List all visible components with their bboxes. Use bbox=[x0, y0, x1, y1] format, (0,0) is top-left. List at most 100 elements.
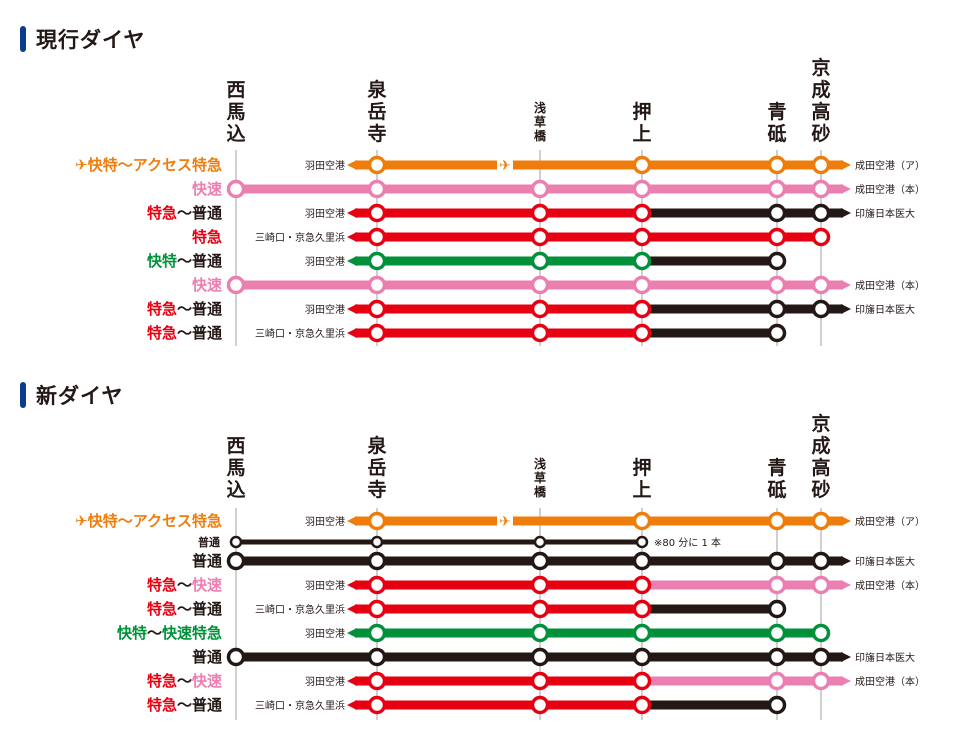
svg-text:青: 青 bbox=[767, 101, 786, 123]
service-row-2: 羽田空港印旛日本医大 bbox=[305, 203, 915, 223]
service-type-label: 特急〜快速 bbox=[147, 576, 222, 594]
station-stop-marker bbox=[226, 275, 246, 295]
new-schedule-title: 新ダイヤ bbox=[36, 384, 124, 408]
station-stop-marker bbox=[530, 275, 550, 295]
arrow-left-icon bbox=[347, 208, 357, 218]
service-type-part: 快速 bbox=[191, 180, 222, 198]
svg-text:草: 草 bbox=[534, 114, 546, 129]
frequency-note: ※80 分に 1 本 bbox=[654, 536, 721, 549]
service-row-5: 成田空港（本） bbox=[226, 275, 925, 295]
origin-destination-label: 羽田空港 bbox=[305, 303, 345, 316]
service-type-part: 普通 bbox=[191, 696, 222, 714]
station-stop-marker bbox=[811, 203, 831, 223]
service-type-part: 〜 bbox=[176, 696, 192, 714]
station-stop-marker bbox=[367, 695, 387, 715]
station-stop-marker bbox=[811, 671, 831, 691]
service-type-part: アクセス特急 bbox=[132, 156, 222, 174]
service-type-part: 普通 bbox=[191, 600, 222, 618]
service-type-part: 快速 bbox=[191, 276, 222, 294]
svg-text:青: 青 bbox=[767, 457, 786, 479]
station-stop-marker bbox=[811, 575, 831, 595]
current-schedule-heading: 現行ダイヤ bbox=[20, 24, 145, 54]
service-type-label: 特急〜普通 bbox=[147, 204, 222, 222]
svg-text:押: 押 bbox=[632, 100, 651, 123]
service-type-part: 快特 bbox=[87, 512, 118, 530]
svg-text:岳: 岳 bbox=[367, 101, 386, 123]
station-stop-marker bbox=[811, 179, 831, 199]
current-schedule-diagram: 西馬込泉岳寺浅草橋押上青砥京成高砂✈羽田空港成田空港（ア）成田空港（本）羽田空港… bbox=[75, 56, 925, 346]
station-stop-marker bbox=[530, 671, 550, 691]
station-stop-marker bbox=[632, 647, 652, 667]
station-stop-marker bbox=[632, 671, 652, 691]
station-stop-marker bbox=[811, 623, 831, 643]
service-type-label: ✈快特〜アクセス特急 bbox=[75, 156, 222, 174]
station-stop-marker bbox=[530, 203, 550, 223]
station-stop-marker bbox=[632, 179, 652, 199]
service-type-label: 特急 bbox=[192, 228, 222, 246]
station-stop-marker bbox=[530, 323, 550, 343]
service-type-part: 普通 bbox=[191, 324, 222, 342]
terminal-destination-label: 印旛日本医大 bbox=[855, 555, 915, 568]
service-row-0: ✈羽田空港成田空港（ア） bbox=[305, 511, 925, 531]
service-type-part: 快速特急 bbox=[161, 624, 222, 642]
origin-destination-label: 三崎口・京急久里浜 bbox=[255, 231, 345, 244]
service-type-part: 〜 bbox=[117, 156, 133, 174]
station-stop-marker bbox=[811, 275, 831, 295]
arrow-right-icon bbox=[841, 280, 851, 290]
station-stop-marker bbox=[530, 227, 550, 247]
station-stop-marker bbox=[767, 511, 787, 531]
airplane-icon: ✈ bbox=[499, 514, 511, 530]
station-stop-marker bbox=[767, 575, 787, 595]
service-row-8: 三崎口・京急久里浜 bbox=[255, 695, 787, 715]
arrow-left-icon bbox=[347, 304, 357, 314]
station-stop-marker bbox=[226, 647, 246, 667]
station-stop-marker bbox=[632, 599, 652, 619]
service-type-part: 快速 bbox=[191, 576, 222, 594]
svg-text:西: 西 bbox=[226, 79, 245, 101]
station-stop-marker bbox=[530, 575, 550, 595]
service-row-1: ※80 分に 1 本 bbox=[229, 535, 721, 549]
station-stop-marker bbox=[533, 535, 547, 549]
station-label-2: 浅草橋 bbox=[534, 456, 547, 499]
station-stop-marker bbox=[811, 551, 831, 571]
service-type-part: 〜 bbox=[176, 600, 192, 618]
station-stop-marker bbox=[530, 647, 550, 667]
station-stop-marker bbox=[767, 671, 787, 691]
arrow-left-icon bbox=[347, 628, 357, 638]
arrow-left-icon bbox=[347, 604, 357, 614]
station-stop-marker bbox=[367, 203, 387, 223]
svg-text:上: 上 bbox=[632, 123, 651, 145]
station-stop-marker bbox=[367, 227, 387, 247]
arrow-right-icon bbox=[841, 184, 851, 194]
service-type-part: 特急 bbox=[146, 324, 177, 342]
station-stop-marker bbox=[767, 647, 787, 667]
svg-text:浅: 浅 bbox=[534, 456, 546, 471]
service-type-part: 快特 bbox=[146, 252, 177, 270]
terminal-destination-label: 成田空港（本） bbox=[855, 279, 925, 292]
svg-text:成: 成 bbox=[811, 434, 830, 457]
arrow-left-icon bbox=[347, 232, 357, 242]
station-label-3: 押上 bbox=[632, 456, 651, 501]
service-type-part: 普通 bbox=[191, 648, 222, 666]
arrow-right-icon bbox=[841, 676, 851, 686]
origin-destination-label: 三崎口・京急久里浜 bbox=[255, 699, 345, 712]
origin-destination-label: 羽田空港 bbox=[305, 255, 345, 268]
terminal-destination-label: 成田空港（ア） bbox=[855, 515, 925, 528]
arrow-right-icon bbox=[841, 208, 851, 218]
service-type-label: 特急〜普通 bbox=[147, 300, 222, 318]
arrow-right-icon bbox=[841, 160, 851, 170]
station-stop-marker bbox=[530, 179, 550, 199]
station-stop-marker bbox=[632, 511, 652, 531]
station-label-3: 押上 bbox=[632, 100, 651, 145]
service-row-2: 印旛日本医大 bbox=[226, 551, 915, 571]
origin-destination-label: 羽田空港 bbox=[305, 675, 345, 688]
origin-destination-label: 羽田空港 bbox=[305, 627, 345, 640]
origin-destination-label: 三崎口・京急久里浜 bbox=[255, 327, 345, 340]
station-stop-marker bbox=[767, 599, 787, 619]
station-label-1: 泉岳寺 bbox=[366, 78, 387, 145]
station-stop-marker bbox=[811, 299, 831, 319]
service-row-4: 羽田空港 bbox=[305, 251, 787, 271]
